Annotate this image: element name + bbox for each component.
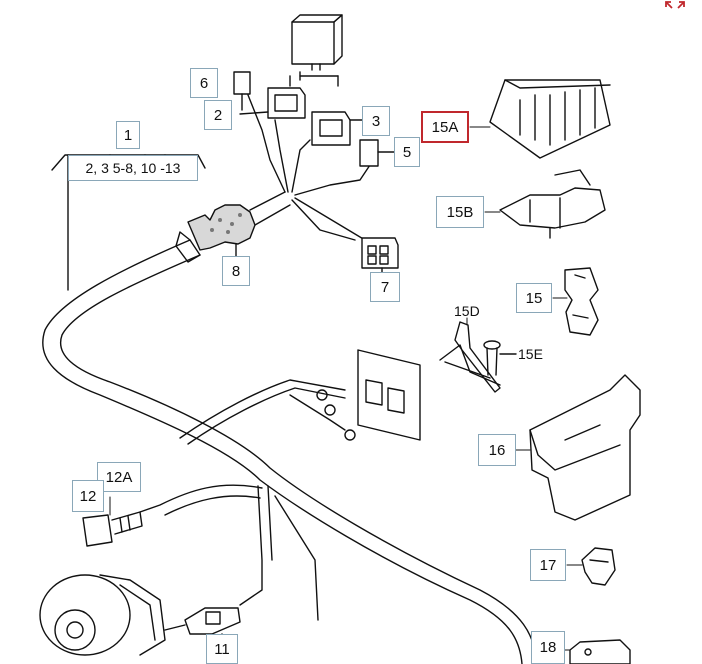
callout-15[interactable]: 15	[516, 283, 552, 313]
callout-15b[interactable]: 15B	[436, 196, 484, 228]
compressor-pump	[39, 574, 186, 656]
relay-bracket	[179, 349, 421, 445]
callout-15a[interactable]: 15A	[421, 111, 469, 143]
callout-1[interactable]: 1	[116, 121, 140, 149]
connector-6	[233, 71, 251, 111]
lower-wires	[139, 484, 319, 621]
connector-3	[311, 111, 363, 146]
callout-3[interactable]: 3	[362, 106, 390, 136]
connector-7	[361, 237, 399, 276]
relay-carrier-15a	[489, 79, 611, 159]
connector-5	[359, 139, 395, 167]
expand-arrows-icon[interactable]	[664, 0, 686, 12]
connector-2	[239, 87, 306, 119]
bracket-15d	[439, 321, 501, 393]
connector-11	[184, 607, 241, 641]
callout-16[interactable]: 16	[478, 434, 516, 466]
callout-18[interactable]: 18	[531, 631, 565, 664]
clip-17	[581, 547, 616, 586]
callout-2[interactable]: 2	[204, 100, 232, 130]
grommet	[175, 204, 256, 263]
callout-1-sublist[interactable]: 2, 3 5-8, 10 -13	[68, 155, 198, 181]
callout-7[interactable]: 7	[370, 272, 400, 302]
cover-16	[529, 374, 641, 521]
main-harness	[42, 191, 538, 664]
holder-15b	[499, 169, 606, 239]
callout-12[interactable]: 12	[72, 480, 104, 512]
label-15d[interactable]: 15D	[454, 303, 480, 319]
callout-8[interactable]: 8	[222, 256, 250, 286]
screw-15e	[483, 340, 517, 376]
callout-6[interactable]: 6	[190, 68, 218, 98]
callout-17[interactable]: 17	[530, 549, 566, 581]
part-18	[569, 639, 631, 664]
leader-lines	[109, 126, 583, 651]
callout-5[interactable]: 5	[394, 137, 420, 167]
clip-15	[564, 267, 599, 336]
callout-12a[interactable]: 12A	[97, 462, 141, 492]
callout-11[interactable]: 11	[206, 634, 238, 664]
branch-wires	[247, 94, 371, 241]
relay-box	[289, 14, 343, 87]
sensor-12	[82, 511, 143, 547]
label-15e[interactable]: 15E	[518, 346, 543, 362]
